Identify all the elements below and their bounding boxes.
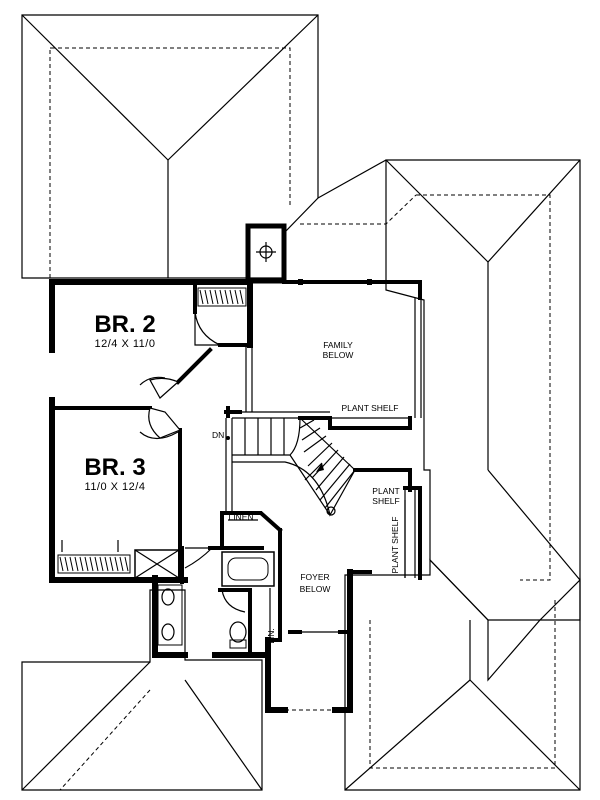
- lin-label: LIN.: [266, 628, 276, 644]
- roof-outlines: [21, 14, 581, 791]
- br2-dims: 12/4 X 11/0: [95, 338, 156, 350]
- doors: [139, 311, 246, 613]
- room-labels: BR. 2 12/4 X 11/0 BR. 3 11/0 X 12/4 FAMI…: [84, 311, 400, 644]
- family-label-1: FAMILY: [323, 340, 353, 350]
- linen-label: LINEN: [228, 512, 253, 522]
- staircase: [226, 417, 356, 517]
- br3-dims: 11/0 X 12/4: [85, 481, 146, 493]
- foyer-label-1: FOYER: [300, 572, 329, 582]
- br3-name: BR. 3: [84, 454, 145, 481]
- plant-shelf-vertical-label: PLANT SHELF: [390, 516, 400, 573]
- fixtures: [57, 287, 410, 650]
- br2-name: BR. 2: [94, 311, 155, 338]
- foyer-label-2: BELOW: [300, 584, 331, 594]
- plant-shelf-mid-label-2: SHELF: [372, 496, 399, 506]
- family-label-2: BELOW: [323, 350, 354, 360]
- plant-shelf-top-label: PLANT SHELF: [341, 403, 398, 413]
- plant-shelf-mid-label-1: PLANT: [372, 486, 399, 496]
- walls: [49, 223, 422, 713]
- dn-label: DN: [212, 430, 224, 440]
